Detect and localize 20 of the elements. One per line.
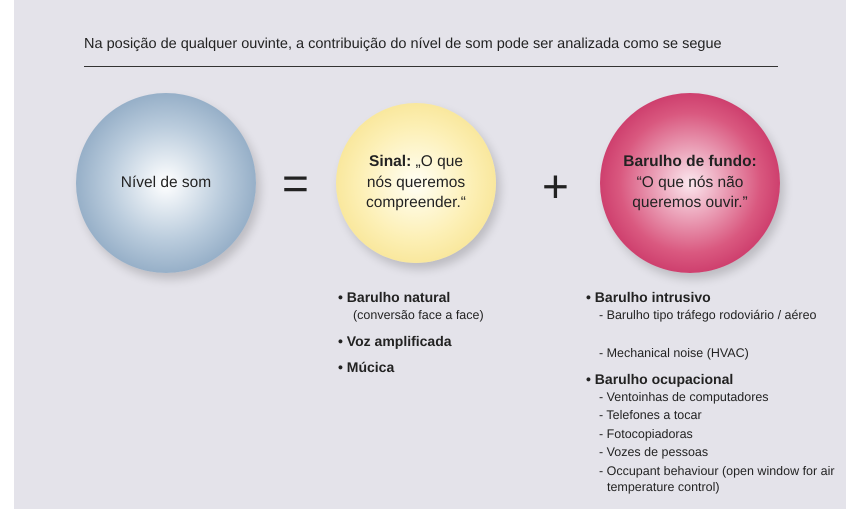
item-note: (conversão face a face): [352, 307, 485, 324]
sub-item: - Telefones a tocar: [598, 407, 703, 424]
circle-heading: Nível de som: [120, 172, 212, 193]
sub-item: - Barulho tipo tráfego rodoviário / aéreo: [598, 307, 818, 324]
bullet-item: • Voz amplificada: [338, 332, 453, 350]
operator-sign: +: [542, 163, 569, 209]
circle-heading: Sinal: „O que nós queremos compreender.“: [365, 152, 467, 214]
sub-item: - Mechanical noise (HVAC): [598, 345, 750, 362]
bullet-item: • Barulho intrusivo: [586, 288, 712, 306]
circle-heading: Barulho de fundo:: [623, 152, 757, 172]
bullet-item: • Múcica: [338, 358, 396, 376]
sub-item: - Fotocopiadoras: [598, 426, 694, 442]
bullet-item: • Barulho natural: [338, 288, 452, 306]
title: Na posição de qualquer ouvinte, a contribuição do nível de som pode ser analizada como se segue: [84, 36, 723, 52]
sub-item: - Occupant behaviour (open window for air temperature control): [598, 463, 836, 496]
bullet-item: • Barulho ocupacional: [586, 370, 734, 388]
operator-sign: =: [282, 160, 309, 206]
circle-text: “O que nós não queremos ouvir.”: [631, 172, 749, 214]
sub-item: - Ventoinhas de computadores: [598, 389, 770, 406]
sub-item: - Vozes de pessoas: [598, 444, 710, 460]
